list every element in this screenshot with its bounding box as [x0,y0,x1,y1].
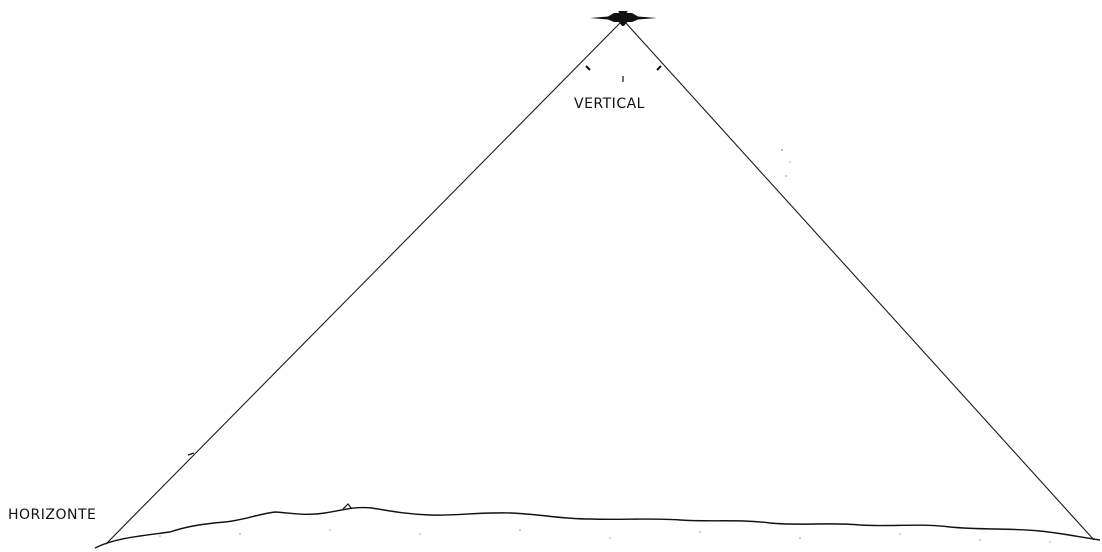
vertical-label: VERTICAL [574,96,645,112]
horizon-label: HORIZONTE [8,507,96,523]
left-sight-line [105,21,622,545]
right-ray-tick [656,65,662,71]
paper-specks [159,149,1051,543]
left-ray-tick [585,65,591,71]
airplane-icon [590,11,657,26]
terrain-bump [342,503,353,510]
horizon-terrain-line [94,506,1101,549]
right-sight-line [624,21,1095,541]
left-ray-lower-tick [187,452,195,456]
